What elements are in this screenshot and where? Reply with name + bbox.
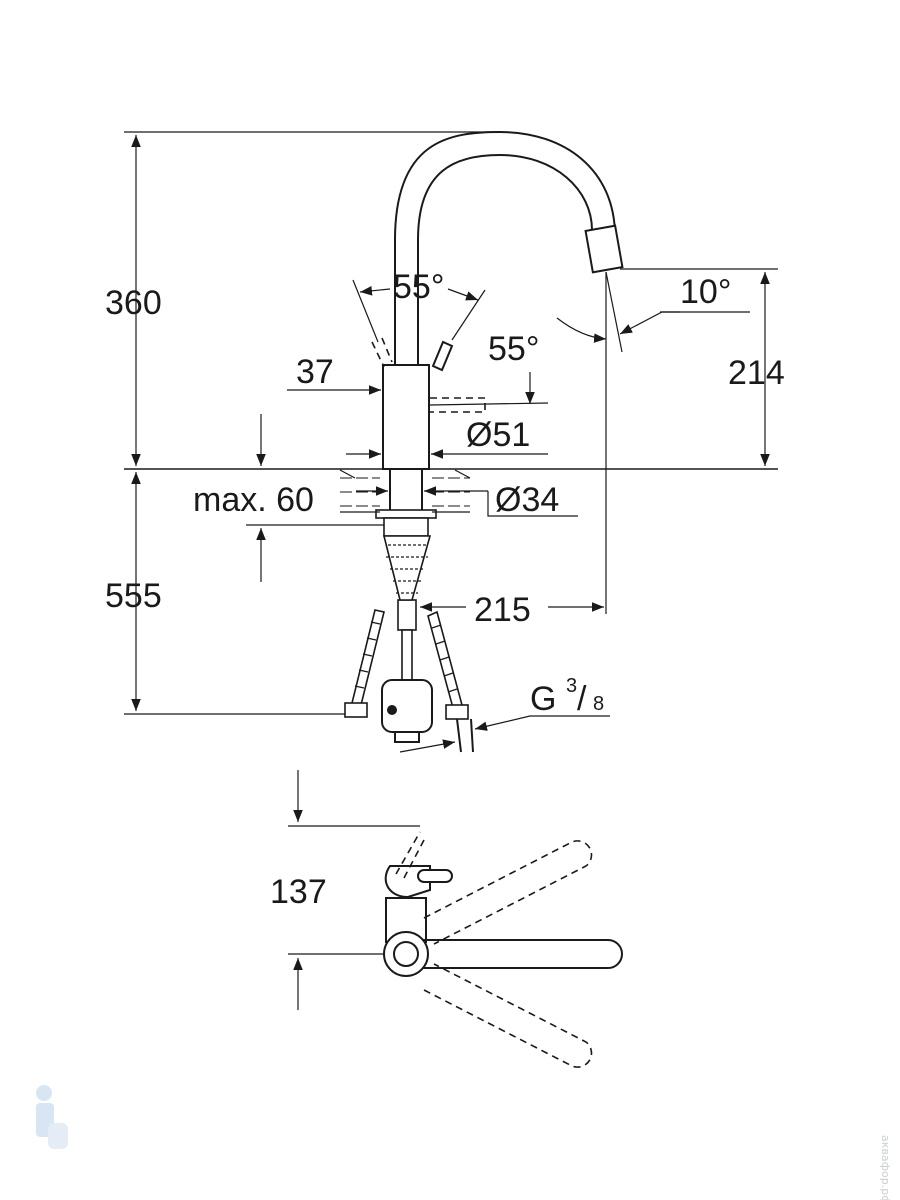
dim-body-width: 37 <box>296 353 334 391</box>
watermark: аквафор.рф <box>36 1085 892 1200</box>
spout <box>394 130 624 365</box>
dim-spout-reach: 215 <box>474 591 531 629</box>
dim-spout-angle: 10° <box>680 273 731 311</box>
dim-height-total: 360 <box>105 284 162 322</box>
dim-hole-diameter: Ø34 <box>495 481 559 519</box>
dim-lever-angle-side: 55° <box>488 330 539 368</box>
dim-wall-distance: 137 <box>270 873 327 911</box>
faucet-body <box>382 364 430 470</box>
front-view: 360 555 214 215 10° 55° 55° 37 <box>105 130 785 753</box>
dim-thread-prefix: G <box>530 680 556 718</box>
lever-handles <box>371 337 486 413</box>
dim-spout-height: 214 <box>728 354 785 392</box>
supply-hoses <box>344 535 474 753</box>
dim-body-diameter: Ø51 <box>466 416 530 454</box>
countertop-section <box>339 469 471 513</box>
dim-thread-denominator: 8 <box>593 693 604 715</box>
dim-lever-angle-top: 55° <box>393 268 444 306</box>
watermark-text: аквафор.рф <box>879 1135 892 1200</box>
dim-max-deck-thickness: max. 60 <box>193 481 314 519</box>
dim-below-deck: 555 <box>105 577 162 615</box>
dim-thread-numerator: 3 <box>566 675 577 697</box>
shank <box>375 468 437 743</box>
svg-text:/: / <box>577 680 587 718</box>
top-view: 137 <box>270 770 623 1068</box>
